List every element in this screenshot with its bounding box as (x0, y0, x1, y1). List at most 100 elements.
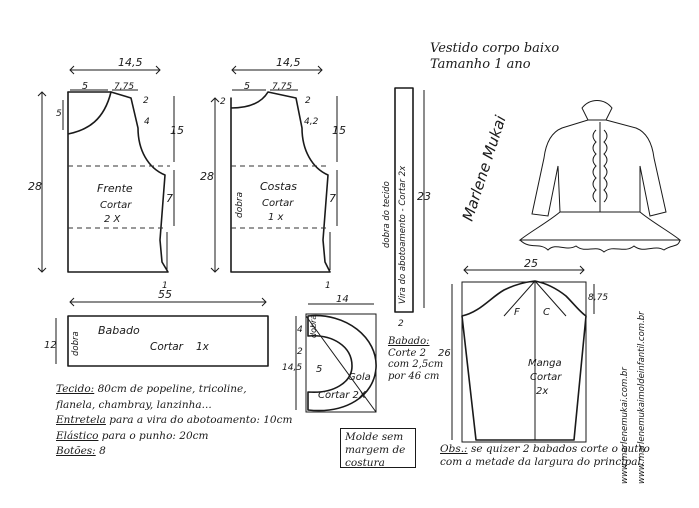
gola-label: Gola (348, 372, 371, 383)
frente-width-arrowheads (69, 65, 161, 75)
vista-piece: Vira do abotoamento - Cortar 2x dobra do… (382, 87, 431, 329)
obs-text: se quizer 2 babados corte o outro com a … (440, 443, 650, 468)
costas-side-upper: 7 (329, 192, 336, 205)
signature-logo: Marlene Mukai (459, 113, 510, 224)
costas-height: 28 (200, 170, 214, 183)
costas-piece: 14,5 5 7,75 2 2 4,2 15 7 1 28 dobra Cost… (200, 56, 346, 291)
manga-piece: 25 8,75 26 F C Manga Cortar 2x (438, 257, 608, 443)
dress-illustration (518, 100, 682, 253)
costas-neck-depth: 2 (220, 97, 226, 107)
frente-shoulder-drop: 2 (143, 96, 149, 106)
tecido-key: Tecido: (56, 383, 95, 395)
manga-front: F (514, 307, 520, 318)
tecido-text: 80cm de popeline, tricoline, (97, 383, 247, 395)
entretela-text: para a vira do abotoamento: 10cm (109, 414, 293, 426)
materials-notes: Tecido: 80cm de popeline, tricoline, fla… (56, 382, 356, 460)
botoes-text: 8 (99, 445, 106, 457)
manga-frame (461, 281, 587, 443)
frente-label: Frente (97, 182, 133, 195)
gola-height: 14,5 (282, 363, 302, 373)
babado-note-text: Corte 2 com 2,5cm por 46 cm (388, 347, 444, 382)
vista-outline (394, 87, 414, 313)
vista-label: Vira do abotoamento - Cortar 2x (398, 165, 408, 304)
dress-bodice-icon (531, 119, 667, 217)
gola-dim-a: 4 (297, 325, 303, 335)
elastico-text: para o punho: 20cm (101, 429, 209, 442)
url-vertical-2: www.marlenemukaimoldeinfantil.com.br (637, 311, 647, 484)
gola-width: 14 (336, 294, 349, 305)
costas-hem: 1 (325, 281, 331, 291)
babado-note: Babado: Corte 2 com 2,5cm por 46 cm (388, 336, 448, 382)
costas-side-mid: 4,2 (304, 117, 319, 127)
frente-width: 14,5 (118, 56, 143, 69)
tecido-text-2: flanela, chambray, lanzinha... (56, 398, 212, 411)
costas-armhole: 15 (332, 124, 346, 137)
dress-ruffle-icon (519, 239, 681, 253)
manga-label: Manga (528, 358, 562, 369)
entretela-key: Entretela (56, 414, 106, 426)
manga-cap: 8,75 (588, 293, 608, 303)
dress-collar-icon (581, 100, 613, 121)
babado-note-key: Babado: (388, 336, 430, 347)
gola-dim-c: 5 (316, 364, 322, 375)
babado-piece: 55 12 dobra Babado Cortar 1x (44, 288, 269, 367)
frente-shoulder: 7,75 (114, 82, 134, 92)
costas-width-arrowheads (231, 65, 323, 75)
gola-cut: Cortar 2X (318, 390, 367, 401)
frente-height-arrowheads (37, 91, 47, 273)
gola-dim-b: 2 (297, 347, 303, 357)
gola-outline (307, 314, 377, 412)
manga-cap-guides (503, 280, 567, 317)
costas-fold: dobra (235, 192, 245, 218)
dress-front-ruffle-icon (592, 129, 597, 203)
vista-width: 2 (398, 319, 404, 329)
costas-outline (230, 91, 331, 273)
frente-neck: 5 (82, 81, 88, 92)
elastico-key: Elástico (56, 429, 99, 442)
title-line-1: Vestido corpo baixo (430, 41, 560, 56)
babado-qty: 1x (196, 341, 210, 353)
babado-fold: dobra (71, 331, 81, 356)
manga-width: 25 (524, 257, 538, 270)
frente-outline (67, 91, 169, 273)
costas-qty: 1 x (268, 212, 284, 223)
vista-height: 23 (417, 190, 431, 203)
obs-key: Obs.: (440, 443, 468, 455)
babado-label: Babado (98, 324, 140, 337)
url-vertical: www.marlenemukai.com.br (620, 367, 630, 484)
frente-height: 28 (28, 180, 42, 193)
botoes-key: Botões: (56, 445, 96, 457)
gola-diagonal (305, 315, 377, 413)
costas-cut: Cortar (262, 198, 294, 209)
costas-height-arrowheads (210, 97, 220, 273)
costas-shoulder-drop: 2 (305, 96, 311, 106)
gola-fold: dobra (309, 315, 318, 338)
costas-width: 14,5 (276, 56, 301, 69)
babado-outline (67, 315, 269, 367)
babado-height: 12 (44, 340, 57, 351)
frente-cut: Cortar (100, 200, 132, 211)
obs-note: Obs.: se quizer 2 babados corte o outro … (440, 443, 650, 469)
frente-piece: 14,5 5 7,75 2 5 15 7 4 1 28 Frente Corta… (28, 56, 184, 291)
costas-shoulder: 7,75 (272, 82, 292, 92)
manga-qty: 2x (536, 386, 548, 397)
frente-qty: 2 X (104, 214, 122, 225)
title-line-2: Tamanho 1 ano (430, 57, 531, 72)
manga-cut: Cortar (530, 372, 562, 383)
babado-width-arrowheads (69, 297, 267, 307)
costas-label: Costas (260, 180, 297, 193)
costas-neck: 5 (244, 81, 250, 92)
frente-side-upper: 7 (166, 192, 173, 205)
manga-width-arrowheads (463, 265, 585, 275)
frente-armhole: 15 (170, 124, 184, 137)
manga-outline (461, 280, 587, 441)
manga-back: C (543, 307, 550, 318)
frente-neck-depth: 5 (56, 109, 62, 119)
dress-skirt-icon (518, 211, 682, 241)
babado-width: 55 (158, 288, 172, 301)
dress-front-ruffle-icon-2 (603, 129, 608, 203)
pattern-title: Vestido corpo baixo Tamanho 1 ano (430, 41, 580, 73)
seam-allowance-box: Molde sem margem de costura (340, 428, 416, 469)
gola-piece: 14 4 2 5 14,5 dobra Gola Cortar 2X (282, 294, 377, 413)
